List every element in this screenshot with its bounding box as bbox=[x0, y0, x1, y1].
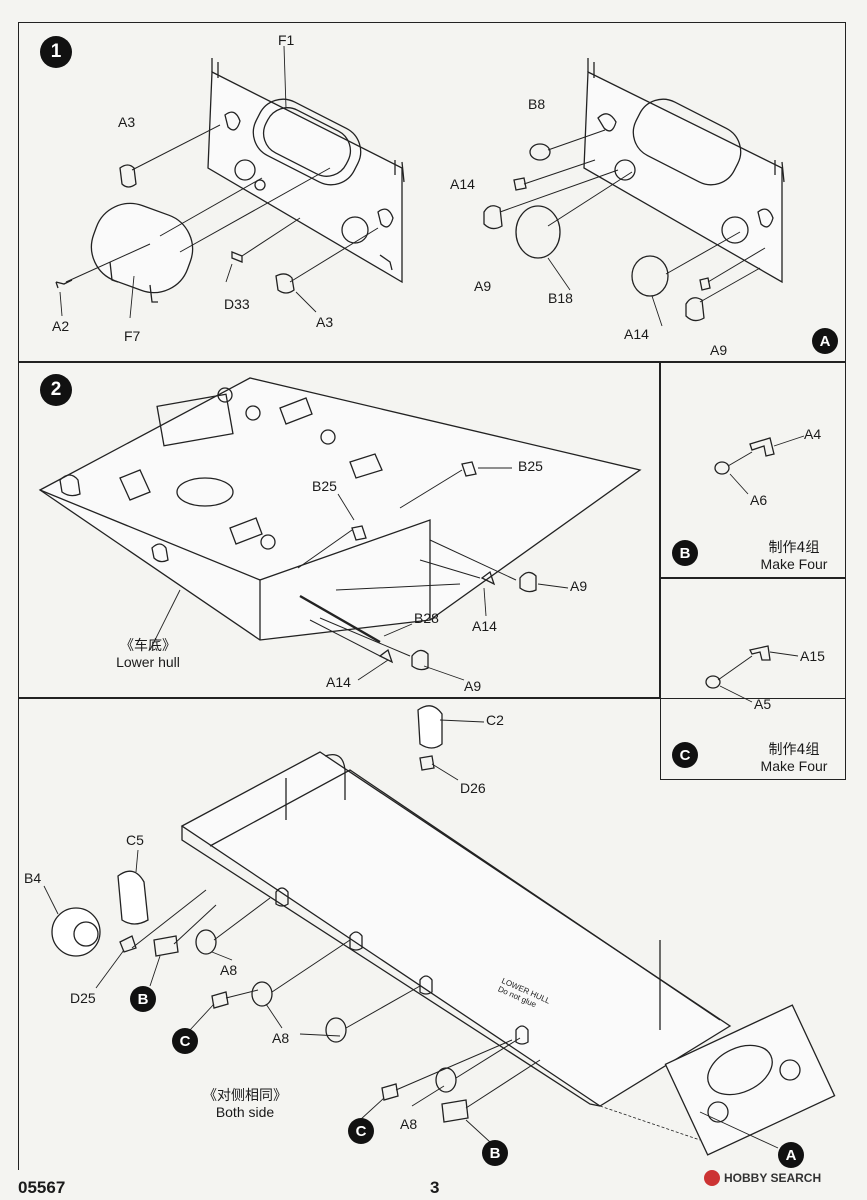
sub-b-panel bbox=[660, 362, 846, 578]
part-label-a8-1: A8 bbox=[220, 962, 238, 978]
sub-b-note: 制作4组 Make Four bbox=[752, 540, 836, 572]
both-side-label-cn: 《对侧相同》 bbox=[203, 1088, 287, 1104]
page-number: 3 bbox=[430, 1178, 440, 1197]
part-label-a9-bottom-s2: A9 bbox=[464, 678, 482, 694]
both-side-label: 《对侧相同》 Both side bbox=[200, 1088, 290, 1120]
part-label-b25-top: B25 bbox=[518, 458, 543, 474]
sub-marker-b-panel: B bbox=[672, 540, 698, 566]
step1-panel bbox=[18, 22, 846, 362]
part-label-b25-mid: B25 bbox=[312, 478, 337, 494]
part-label-b4: B4 bbox=[24, 870, 42, 886]
part-label-d25: D25 bbox=[70, 990, 96, 1006]
part-label-a3-top: A3 bbox=[118, 114, 136, 130]
sub-marker-c-step3-1: C bbox=[172, 1028, 198, 1054]
part-label-a14-mid: A14 bbox=[472, 618, 497, 634]
both-side-label-en: Both side bbox=[215, 1104, 275, 1120]
sub-b-note-cn: 制作4组 bbox=[768, 540, 820, 556]
part-label-a15: A15 bbox=[800, 648, 825, 664]
part-label-a14-bottom: A14 bbox=[624, 326, 649, 342]
sub-marker-c-panel: C bbox=[672, 742, 698, 768]
kit-code: 05567 bbox=[18, 1178, 66, 1197]
sub-marker-c-step3-2: C bbox=[348, 1118, 374, 1144]
sub-c-drawing bbox=[705, 645, 799, 703]
lower-hull-label-cn: 《车底》 bbox=[120, 638, 176, 654]
part-label-b8: B8 bbox=[528, 96, 546, 112]
step-2-marker: 2 bbox=[40, 374, 72, 406]
part-label-b18: B18 bbox=[548, 290, 573, 306]
step-1-marker: 1 bbox=[40, 36, 72, 68]
part-label-a4: A4 bbox=[804, 426, 822, 442]
part-label-a9-top: A9 bbox=[570, 578, 588, 594]
part-label-f1: F1 bbox=[278, 32, 295, 48]
sub-marker-a-step1: A bbox=[812, 328, 838, 354]
step3-hull-drawing bbox=[43, 705, 836, 1156]
part-label-b28: B28 bbox=[414, 610, 439, 626]
lower-hull-label-en: Lower hull bbox=[116, 654, 180, 670]
part-label-a14-bottom-s2: A14 bbox=[326, 674, 351, 690]
part-label-c5: C5 bbox=[126, 832, 144, 848]
part-label-d26: D26 bbox=[460, 780, 486, 796]
part-label-a8-3: A8 bbox=[400, 1116, 418, 1132]
part-label-c2: C2 bbox=[486, 712, 504, 728]
sub-c-note-cn: 制作4组 bbox=[768, 742, 820, 758]
part-label-a5: A5 bbox=[754, 696, 772, 712]
watermark: HOBBY SEARCH bbox=[704, 1170, 821, 1186]
step3-panel bbox=[18, 698, 846, 1170]
part-label-a6: A6 bbox=[750, 492, 768, 508]
part-label-a14-top: A14 bbox=[450, 176, 475, 192]
step1-right-plate-drawing bbox=[483, 58, 785, 327]
part-label-d33: D33 bbox=[224, 296, 250, 312]
sub-marker-b-step3-1: B bbox=[130, 986, 156, 1012]
sub-b-drawing bbox=[714, 435, 805, 495]
sub-c-note-en: Make Four bbox=[760, 758, 828, 774]
step2-panel bbox=[18, 362, 660, 698]
sub-marker-a-step3: A bbox=[778, 1142, 804, 1168]
sub-c-panel bbox=[660, 578, 846, 780]
step1-left-plate-drawing bbox=[55, 45, 405, 319]
lower-hull-label: 《车底》 Lower hull bbox=[108, 638, 188, 670]
step2-hull-drawing bbox=[38, 377, 642, 681]
part-label-a9-left: A9 bbox=[474, 278, 492, 294]
sub-b-note-en: Make Four bbox=[760, 556, 828, 572]
part-label-f7: F7 bbox=[124, 328, 141, 344]
sub-marker-b-step3-2: B bbox=[482, 1140, 508, 1166]
watermark-text: HOBBY SEARCH bbox=[724, 1171, 822, 1185]
part-label-a2: A2 bbox=[52, 318, 70, 334]
watermark-logo-icon bbox=[704, 1170, 720, 1186]
sub-c-note: 制作4组 Make Four bbox=[752, 742, 836, 774]
part-label-a9-right: A9 bbox=[710, 342, 728, 358]
part-label-a3-bottom: A3 bbox=[316, 314, 334, 330]
part-label-a8-2: A8 bbox=[272, 1030, 290, 1046]
